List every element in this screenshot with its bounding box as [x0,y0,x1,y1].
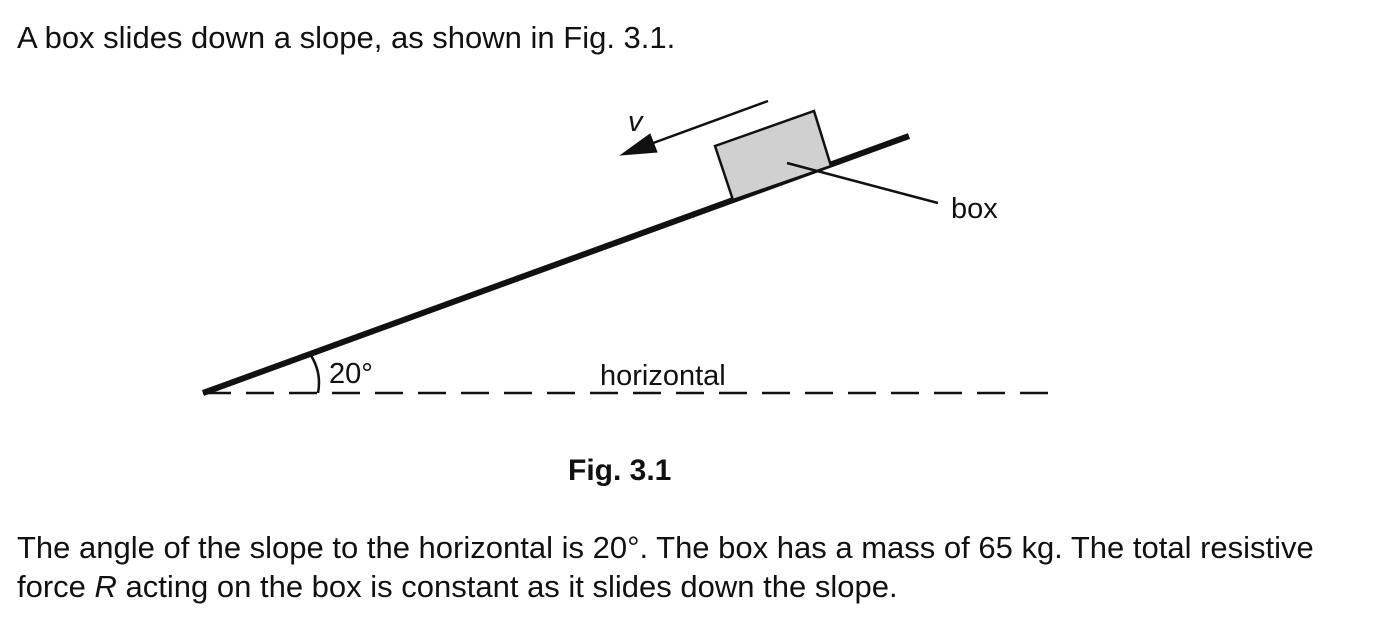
body-line-2: force R acting on the box is constant as… [17,567,1373,606]
box-label: box [951,193,998,225]
velocity-arrow-shaft [644,99,769,148]
box-leader-line [786,161,939,205]
body-line-2-prefix: force [17,569,95,604]
body-line-2-suffix: acting on the box is constant as it slid… [116,569,898,604]
body-line-1: The angle of the slope to the horizontal… [17,530,1314,565]
box [713,109,833,202]
force-variable: R [94,569,117,604]
angle-label: 20° [329,358,373,390]
question-body: The angle of the slope to the horizontal… [17,528,1373,606]
velocity-arrowhead [619,133,658,156]
horizontal-label: horizontal [600,360,726,392]
intro-text: A box slides down a slope, as shown in F… [17,20,676,55]
figure-caption: Fig. 3.1 [568,454,671,487]
angle-arc [308,353,321,394]
velocity-label: v [628,106,644,138]
